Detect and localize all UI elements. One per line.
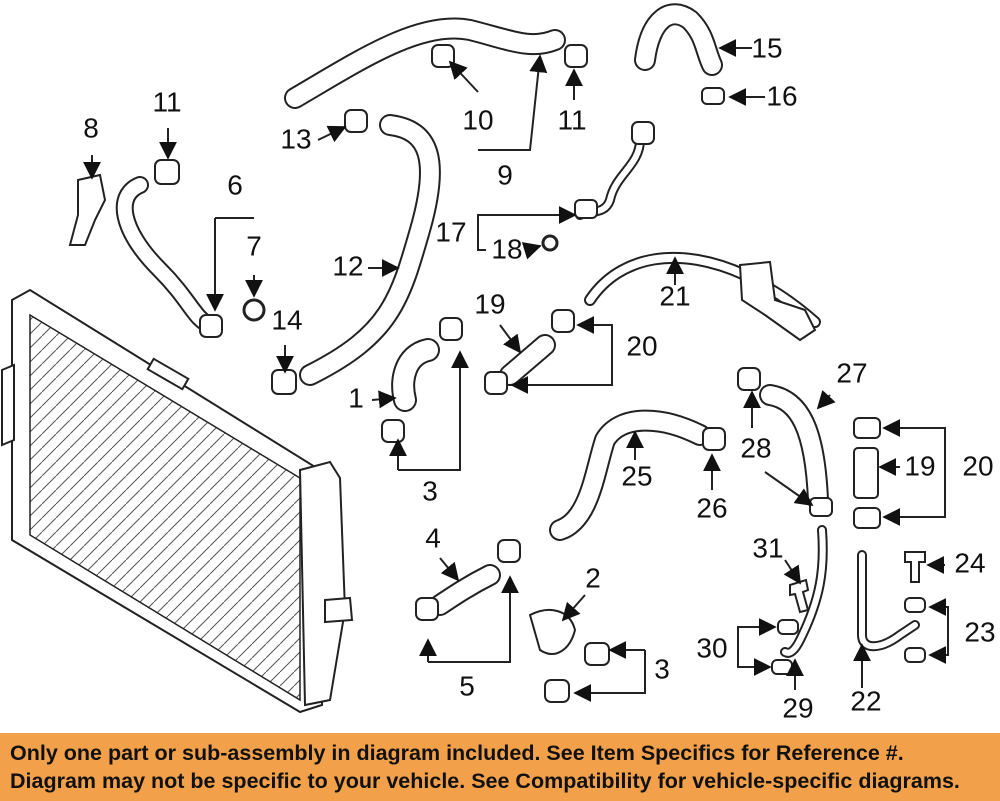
callout-10: 10 (462, 104, 493, 135)
callout-1: 1 (348, 382, 364, 413)
callout-9: 9 (497, 159, 513, 190)
callout-11a: 11 (152, 86, 181, 117)
callout-19a: 19 (474, 288, 505, 319)
callout-12: 12 (332, 250, 363, 281)
disclaimer-line-1: Only one part or sub-assembly in diagram… (10, 741, 904, 765)
callout-19b: 19 (904, 450, 935, 481)
callout-labels: 1 2 3 3 4 5 6 7 8 9 10 11 11 12 13 14 15… (83, 32, 995, 723)
callout-20a: 20 (626, 330, 657, 361)
clamps (154, 44, 926, 703)
callout-4: 4 (425, 522, 441, 553)
bracket-8 (68, 173, 107, 246)
bolt-24 (904, 551, 926, 583)
callout-31: 31 (752, 532, 783, 563)
callout-24: 24 (954, 547, 985, 578)
callout-18: 18 (491, 233, 522, 264)
callout-3a: 3 (422, 475, 438, 506)
oring-7 (242, 298, 266, 322)
disclaimer-line-2: Diagram may not be specific to your vehi… (10, 769, 960, 793)
callout-17: 17 (435, 216, 466, 247)
hoses (68, 3, 926, 658)
oring-18 (541, 234, 559, 252)
callout-20b: 20 (962, 450, 993, 481)
callout-27: 27 (836, 357, 867, 388)
callout-22: 22 (850, 685, 881, 716)
callout-23: 23 (964, 616, 995, 647)
callout-28: 28 (740, 432, 771, 463)
callout-2: 2 (585, 562, 601, 593)
callout-16: 16 (766, 80, 797, 111)
callout-7: 7 (246, 230, 262, 261)
callout-5: 5 (459, 670, 475, 701)
bolt-31 (789, 578, 810, 614)
callout-26: 26 (696, 492, 727, 523)
callout-21: 21 (659, 280, 690, 311)
callout-15: 15 (751, 32, 782, 63)
leader-lines (83, 39, 949, 702)
callout-30: 30 (696, 632, 727, 663)
hose-2 (528, 609, 577, 655)
radiator (1, 288, 354, 714)
callout-25: 25 (621, 460, 652, 491)
callout-8: 8 (83, 112, 99, 143)
callout-14: 14 (271, 304, 302, 335)
hose-19b (853, 447, 879, 499)
callout-13: 13 (280, 123, 311, 154)
callout-3b: 3 (654, 653, 670, 684)
callout-29: 29 (782, 692, 813, 723)
disclaimer-banner: Only one part or sub-assembly in diagram… (0, 733, 1000, 801)
callout-6: 6 (227, 169, 243, 200)
callout-11b: 11 (557, 104, 586, 135)
cooling-system-diagram: 1 2 3 3 4 5 6 7 8 9 10 11 11 12 13 14 15… (1, 3, 996, 723)
